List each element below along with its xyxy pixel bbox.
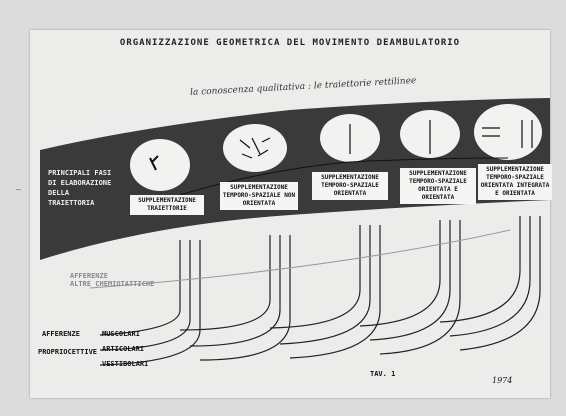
band-svg [30,30,550,398]
stage-box-1: SUPPLEMENTAZIONE TRAIETTORIE [130,195,204,215]
diagram-card: ORGANIZZAZIONE GEOMETRICA DEL MOVIMENTO … [30,30,550,398]
stage-box-4: SUPPLEMENTAZIONE TEMPORO-SPAZIALE ORIENT… [400,168,476,204]
signature: 1974 [492,376,512,385]
node-1 [130,139,190,191]
plate-number: TAV. 1 [370,370,395,378]
stage-box-3: SUPPLEMENTAZIONE TEMPORO-SPAZIALE ORIENT… [312,172,388,200]
afferents-note: AFFERENZE ALTRE CHEMIOTATTICHE [70,272,154,288]
propriocettive-label: PROPRIOCETTIVE [38,348,97,356]
band-left-labels: PRINCIPALI FASI DI ELABORAZIONE DELLA TR… [48,168,111,208]
node-2 [223,124,287,172]
stage-box-5: SUPPLEMENTAZIONE TEMPORO-SPAZIALE ORIENT… [478,164,552,200]
stage-box-2: SUPPLEMENTAZIONE TEMPORO-SPAZIALE NON OR… [220,182,298,210]
source-muscolari: MUSCOLARI [102,330,140,338]
source-vestibolari: VESTIBOLARI [102,360,148,368]
afferent-lines [100,216,540,365]
side-mark: — [16,185,21,194]
afferenze-label: AFFERENZE [42,330,80,338]
source-articolari: ARTICOLARI [102,345,144,353]
